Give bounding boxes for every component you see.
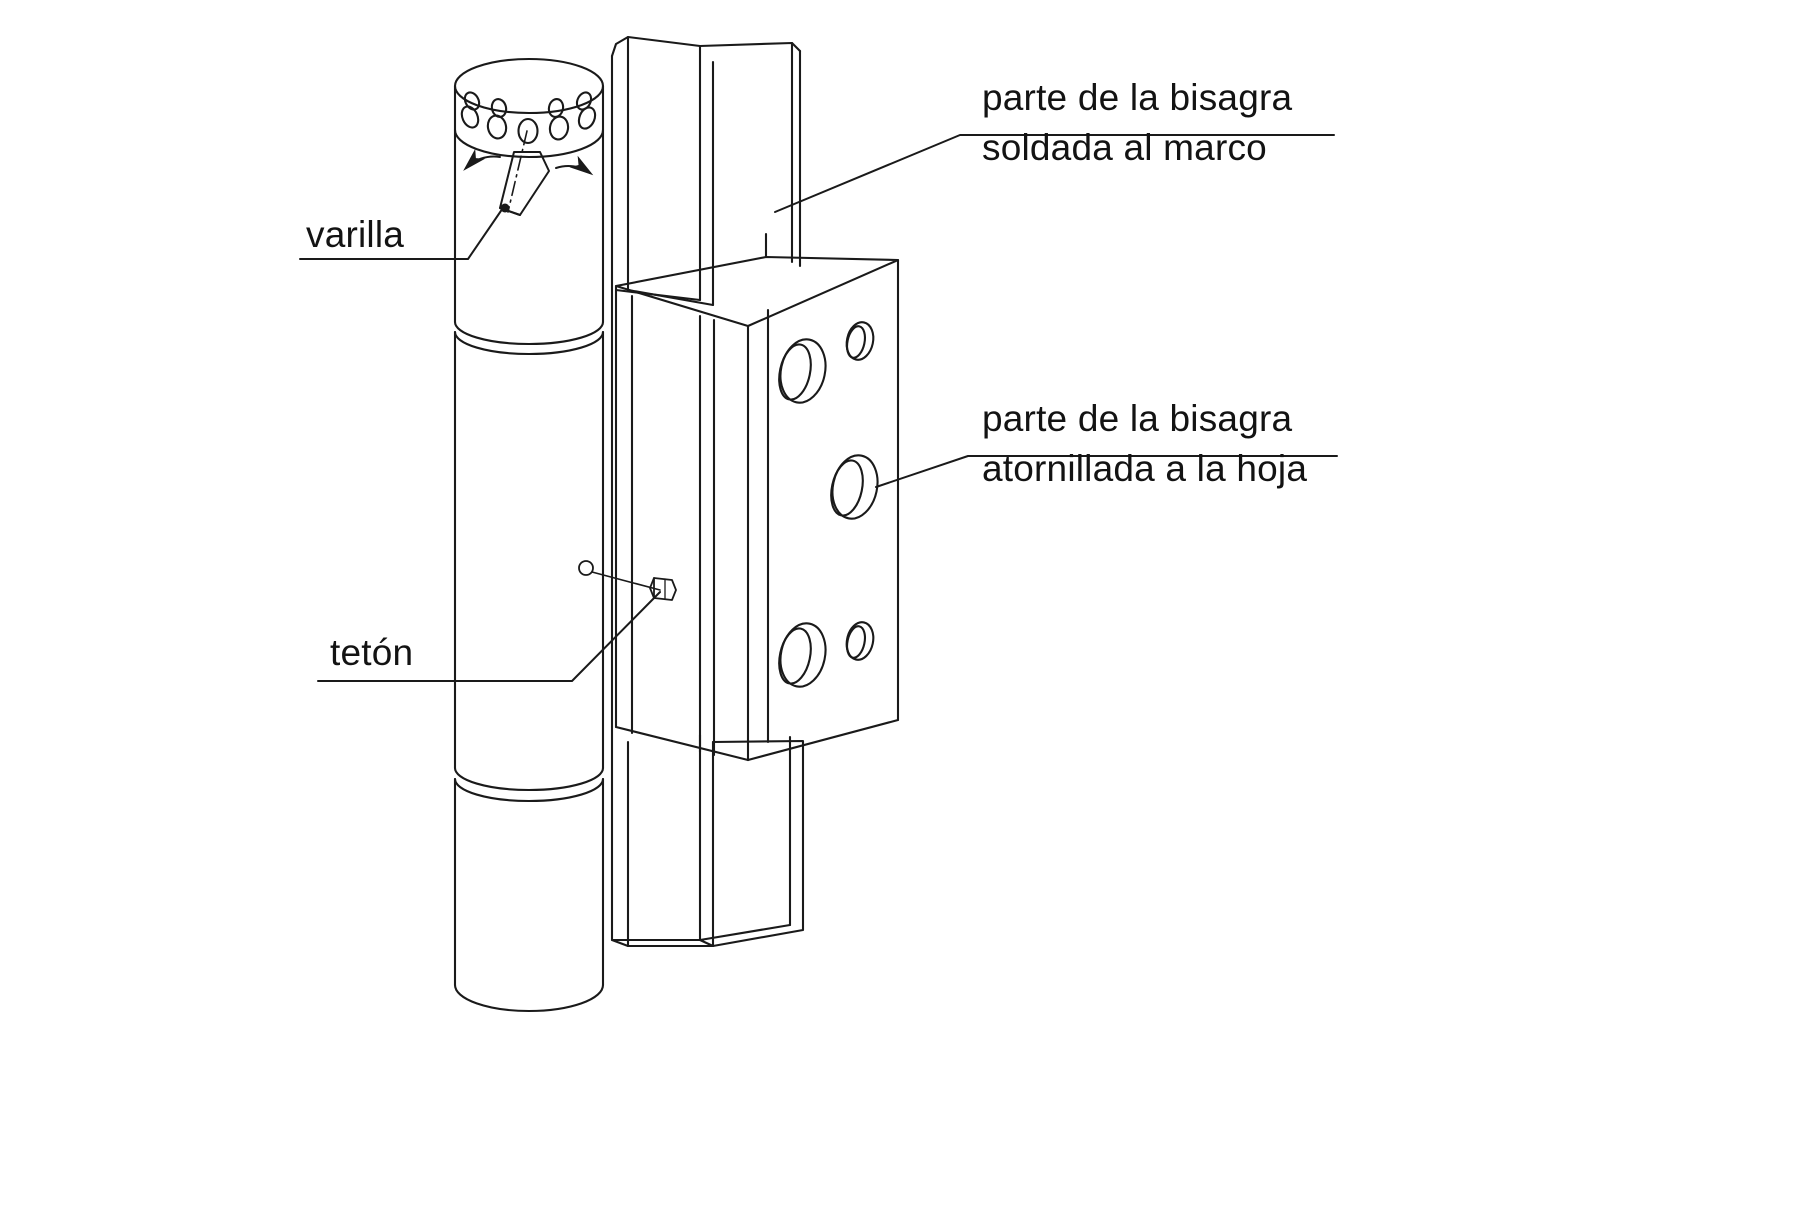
screw-holes <box>778 321 879 688</box>
label-varilla-line-1: varilla <box>306 214 405 255</box>
teton-stud-part <box>578 560 677 601</box>
label-hoja-line-1: parte de la bisagra <box>982 398 1293 439</box>
varilla-rod-part <box>463 130 594 216</box>
leader-teton <box>317 591 661 682</box>
collar-holes <box>460 91 597 145</box>
label-teton: tetón <box>330 629 413 678</box>
label-hoja: parte de la bisagra atornillada a la hoj… <box>982 394 1307 495</box>
leader-lines <box>299 134 1338 682</box>
label-marco: parte de la bisagra soldada al marco <box>982 73 1292 174</box>
label-teton-line-1: tetón <box>330 632 414 673</box>
label-hoja-line-2: atornillada a la hoja <box>982 448 1308 490</box>
label-marco-line-2: soldada al marco <box>982 127 1267 169</box>
door-leaf-plate-part <box>614 232 900 762</box>
knuckle-barrel-part <box>453 57 605 1013</box>
frame-leaf-part <box>610 35 805 948</box>
leader-varilla <box>299 204 506 260</box>
leader-hoja <box>875 455 1338 488</box>
label-varilla: varilla <box>306 211 404 260</box>
leader-marco <box>774 134 1335 213</box>
label-marco-line-1: parte de la bisagra <box>982 77 1293 118</box>
